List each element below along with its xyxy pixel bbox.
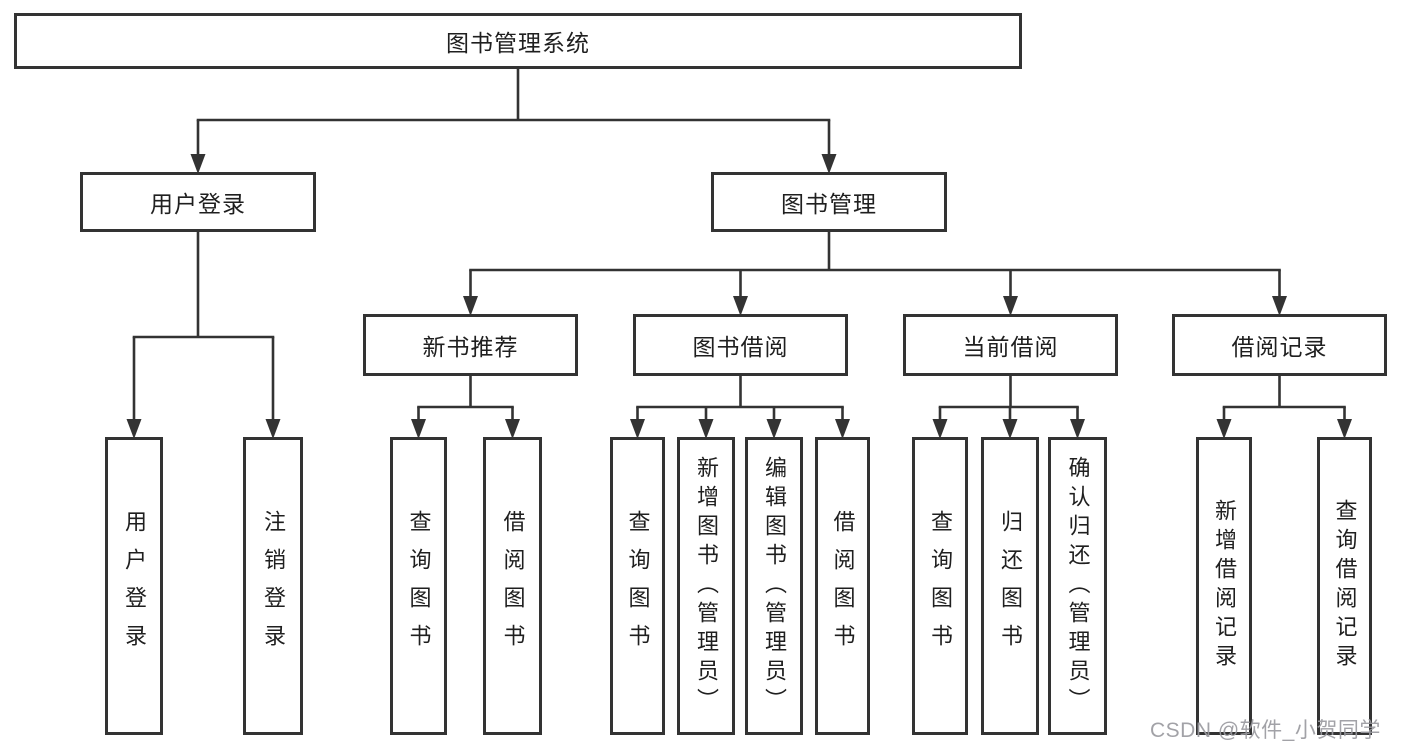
arrowhead-icon — [265, 419, 281, 439]
arrowhead-icon — [766, 419, 782, 439]
node-leaf-query-borrow-record: 查询借阅记录 — [1317, 437, 1372, 735]
arrowhead-icon — [630, 419, 645, 439]
node-book-borrow: 图书借阅 — [633, 314, 848, 376]
node-label: 图书借阅 — [692, 334, 789, 360]
arrowhead-icon — [1002, 419, 1018, 439]
node-label: 借阅图书 — [830, 510, 856, 662]
node-label: 借阅图书 — [500, 510, 526, 662]
node-leaf-borrow-book-1: 借阅图书 — [483, 437, 542, 735]
node-root: 图书管理系统 — [14, 13, 1022, 69]
node-label: 图书管理系统 — [446, 30, 590, 56]
arrowhead-icon — [733, 296, 748, 316]
arrowhead-icon — [698, 419, 714, 439]
node-leaf-query-book-3: 查询图书 — [912, 437, 968, 735]
node-label: 归还图书 — [998, 510, 1023, 662]
arrowhead-icon — [1003, 296, 1018, 316]
node-label: 查询借阅记录 — [1332, 499, 1358, 673]
node-leaf-edit-book: 编辑图书（管理员） — [745, 437, 803, 735]
node-label: 新增借阅记录 — [1212, 499, 1237, 673]
arrowhead-icon — [190, 154, 206, 174]
node-label: 确认归还（管理员） — [1065, 455, 1091, 717]
arrowhead-icon — [835, 419, 850, 439]
arrowhead-icon — [505, 419, 520, 439]
node-label: 新增图书（管理员） — [694, 455, 719, 717]
node-label: 当前借阅 — [962, 334, 1059, 360]
node-leaf-confirm-return: 确认归还（管理员） — [1048, 437, 1107, 735]
node-label: 图书管理 — [781, 191, 877, 217]
node-leaf-add-borrow-record: 新增借阅记录 — [1196, 437, 1252, 735]
node-leaf-user-login: 用户登录 — [105, 437, 163, 735]
node-borrow-record: 借阅记录 — [1172, 314, 1387, 376]
node-leaf-query-book-2: 查询图书 — [610, 437, 665, 735]
node-label: 编辑图书（管理员） — [762, 455, 787, 717]
watermark-text: CSDN @软件_小贺同学 — [1150, 719, 1381, 742]
node-label: 查询图书 — [625, 510, 651, 662]
node-leaf-logout: 注销登录 — [243, 437, 303, 735]
node-book-mgmt: 图书管理 — [711, 172, 947, 232]
node-leaf-borrow-book-2: 借阅图书 — [815, 437, 870, 735]
node-label: 注销登录 — [261, 510, 286, 662]
node-label: 查询图书 — [928, 510, 953, 662]
arrowhead-icon — [1216, 419, 1232, 439]
arrowhead-icon — [463, 296, 478, 316]
arrowhead-icon — [1337, 419, 1352, 439]
node-label: 用户登录 — [150, 191, 246, 217]
node-leaf-return-book: 归还图书 — [981, 437, 1039, 735]
node-new-book-rec: 新书推荐 — [363, 314, 578, 376]
node-label: 借阅记录 — [1231, 334, 1328, 360]
arrowhead-icon — [126, 419, 142, 439]
arrowhead-icon — [1272, 296, 1287, 316]
node-leaf-add-book: 新增图书（管理员） — [677, 437, 735, 735]
node-label: 新书推荐 — [422, 334, 519, 360]
node-label: 用户登录 — [122, 510, 147, 662]
arrowhead-icon — [1070, 419, 1085, 439]
node-current-borrow: 当前借阅 — [903, 314, 1118, 376]
node-label: 查询图书 — [406, 510, 432, 662]
arrowhead-icon — [821, 154, 837, 174]
node-leaf-query-book-1: 查询图书 — [390, 437, 447, 735]
arrowhead-icon — [932, 419, 948, 439]
arrowhead-icon — [411, 419, 426, 439]
node-user-login: 用户登录 — [80, 172, 316, 232]
